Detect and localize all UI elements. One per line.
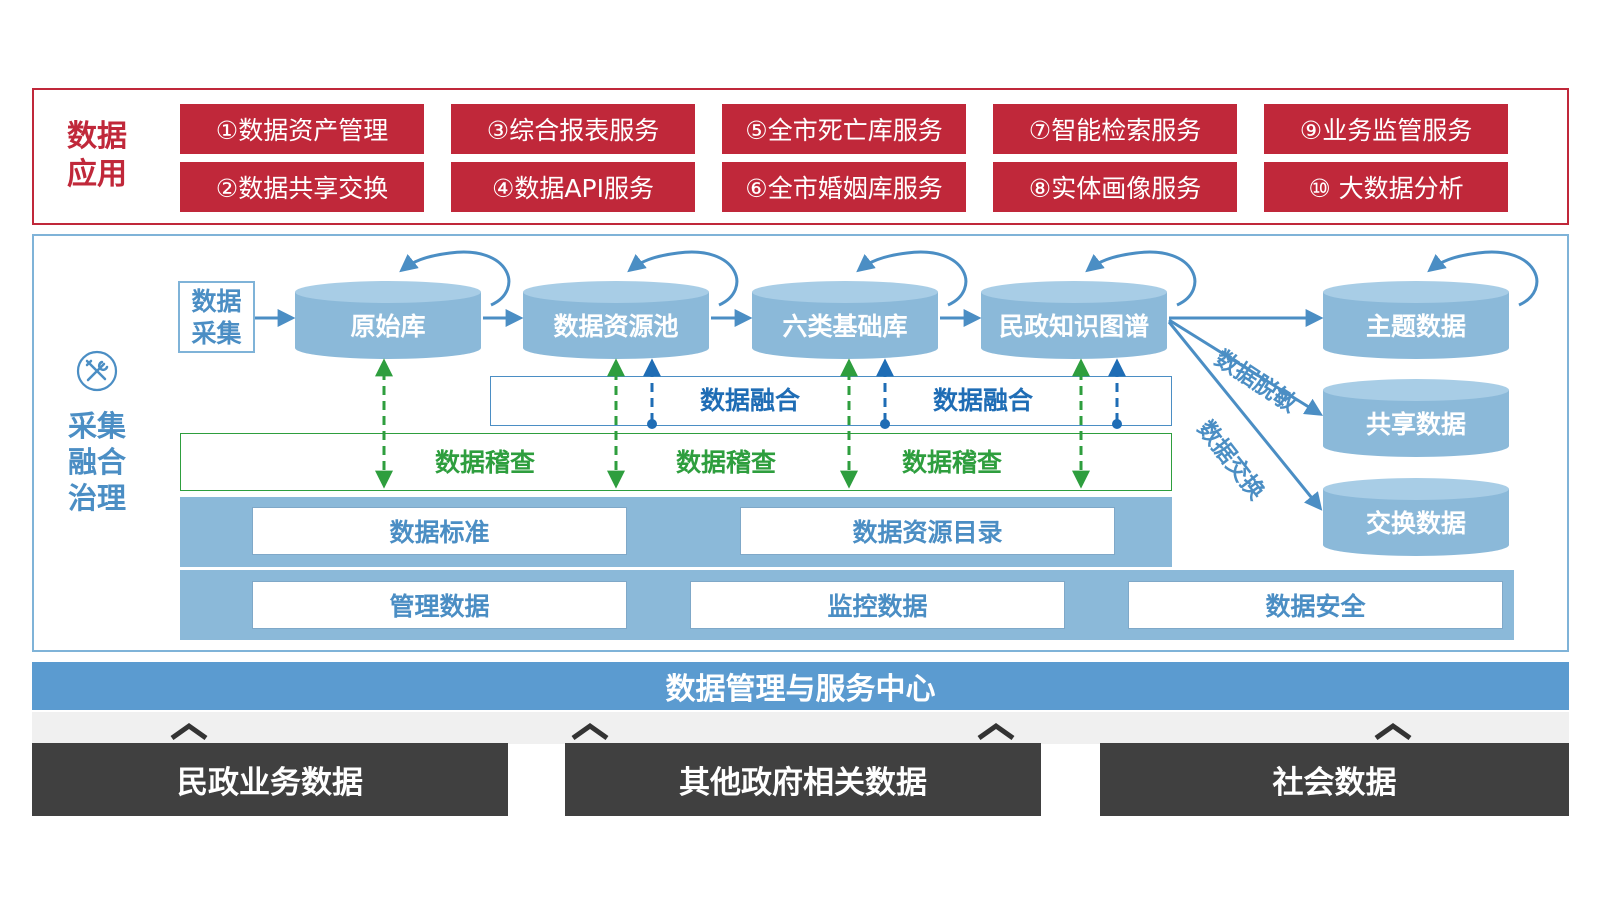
exchange-data-label: 交换数据 xyxy=(1365,509,1466,538)
knowledge-graph-label: 民政知识图谱 xyxy=(998,312,1149,341)
data-center-bar: 数据管理与服务中心 xyxy=(32,662,1569,710)
chevron-up-icon xyxy=(170,722,208,740)
service-api[interactable]: ④数据API服务 xyxy=(451,162,695,212)
audit-connectors xyxy=(375,358,1090,489)
resource-pool-label: 数据资源池 xyxy=(553,312,679,341)
source-civil-affairs[interactable]: 民政业务数据 xyxy=(32,743,508,816)
cylinder-topic xyxy=(1323,281,1509,359)
app-section-title: 数据 应用 xyxy=(62,118,132,194)
shared-data-label: 共享数据 xyxy=(1365,410,1466,439)
source-government[interactable]: 其他政府相关数据 xyxy=(565,743,1041,816)
service-data-sharing[interactable]: ②数据共享交换 xyxy=(180,162,424,212)
raw-db-label: 原始库 xyxy=(350,312,426,341)
data-collection-box[interactable]: 数据 采集 xyxy=(178,281,255,353)
service-marriage-db[interactable]: ⑥全市婚姻库服务 xyxy=(722,162,966,212)
pipeline-arrows xyxy=(255,309,1324,511)
fusion-label-2: 数据融合 xyxy=(932,386,1033,415)
service-report[interactable]: ③综合报表服务 xyxy=(451,104,695,154)
fusion-connector-dots xyxy=(647,419,1122,429)
data-security-box[interactable]: 数据安全 xyxy=(1128,581,1503,629)
resource-catalog-box[interactable]: 数据资源目录 xyxy=(740,507,1115,555)
service-entity-profile[interactable]: ⑧实体画像服务 xyxy=(993,162,1237,212)
cylinder-shared xyxy=(1323,379,1509,457)
monitoring-data-box[interactable]: 监控数据 xyxy=(690,581,1065,629)
governance-title-text: 采集 融合 治理 xyxy=(67,409,126,515)
source-band xyxy=(32,712,1569,744)
fusion-label-1: 数据融合 xyxy=(699,386,800,415)
cylinder-six-base xyxy=(752,281,938,359)
topic-data-label: 主题数据 xyxy=(1365,312,1466,341)
audit-label-2: 数据稽查 xyxy=(675,448,776,477)
cylinder-raw xyxy=(295,281,481,359)
audit-label-1: 数据稽查 xyxy=(434,448,535,477)
chevron-up-icon xyxy=(571,722,609,740)
service-death-db[interactable]: ⑤全市死亡库服务 xyxy=(722,104,966,154)
audit-label-3: 数据稽查 xyxy=(901,448,1002,477)
service-search[interactable]: ⑦智能检索服务 xyxy=(993,104,1237,154)
fusion-connectors xyxy=(643,358,1126,422)
collection-label: 数据 采集 xyxy=(191,287,242,348)
six-base-db-label: 六类基础库 xyxy=(782,312,908,341)
cylinder-resource-pool xyxy=(523,281,709,359)
cylinder-knowledge-graph xyxy=(981,281,1167,359)
app-title-text: 数据 应用 xyxy=(67,119,127,192)
source-social[interactable]: 社会数据 xyxy=(1100,743,1569,816)
center-title: 数据管理与服务中心 xyxy=(665,672,936,707)
management-data-box[interactable]: 管理数据 xyxy=(252,581,627,629)
chevron-up-icon xyxy=(1374,722,1412,740)
loop-arrows xyxy=(399,250,1539,307)
cylinder-exchange xyxy=(1323,478,1509,556)
wrench-screwdriver-icon xyxy=(76,350,118,392)
data-standard-box[interactable]: 数据标准 xyxy=(252,507,627,555)
service-big-data[interactable]: ⑩ 大数据分析 xyxy=(1264,162,1508,212)
chevron-up-icon xyxy=(977,722,1015,740)
data-fusion-box xyxy=(490,376,1172,426)
service-data-asset[interactable]: ①数据资产管理 xyxy=(180,104,424,154)
governance-title: 采集 融合 治理 xyxy=(62,408,132,516)
service-supervision[interactable]: ⑨业务监管服务 xyxy=(1264,104,1508,154)
data-audit-box xyxy=(180,433,1172,491)
